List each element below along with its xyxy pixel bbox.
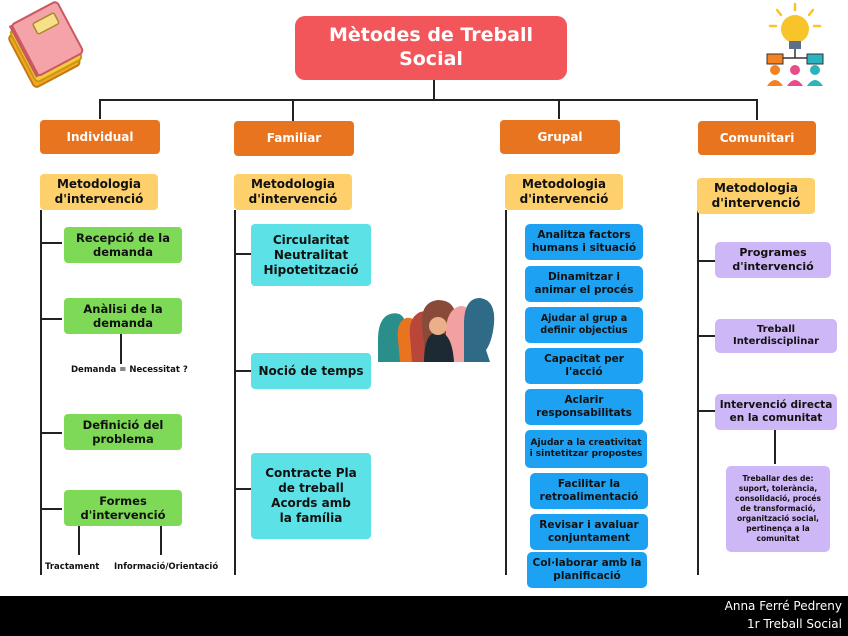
familiar-item: Noció de temps xyxy=(251,353,371,389)
connector xyxy=(234,210,236,575)
people-silhouettes-icon xyxy=(376,296,498,364)
grupal-item: Ajudar a la creativitat i sintetitzar pr… xyxy=(525,430,647,468)
connector xyxy=(120,334,122,364)
category-familiar: Familiar xyxy=(234,121,354,156)
connector xyxy=(42,242,62,244)
methodology-comunitari: Metodologia d'intervenció xyxy=(697,178,815,214)
footer-bar: Anna Ferré Pedreny 1r Treball Social xyxy=(0,596,848,636)
grupal-item: Facilitar la retroalimentació xyxy=(530,473,648,509)
demand-note: Demanda = Necessitat ? xyxy=(71,365,188,375)
familiar-item: Circularitat Neutralitat Hipotetització xyxy=(251,224,371,286)
connector xyxy=(99,99,101,119)
grupal-item: Analitza factors humans i situació xyxy=(525,224,643,260)
category-comunitari: Comunitari xyxy=(698,121,816,155)
connector xyxy=(78,525,80,555)
grupal-item: Aclarir responsabilitats xyxy=(525,389,643,425)
connector xyxy=(699,410,715,412)
grupal-item: Dinamitzar i animar el procés xyxy=(525,266,643,302)
footer-course: 1r Treball Social xyxy=(746,617,842,631)
connector xyxy=(99,99,757,101)
individual-item: Definició del problema xyxy=(64,414,182,450)
category-grupal: Grupal xyxy=(500,120,620,154)
connector xyxy=(40,210,42,575)
individual-item: Anàlisi de la demanda xyxy=(64,298,182,334)
form-label-tractament: Tractament xyxy=(45,562,100,572)
connector xyxy=(236,370,251,372)
connector xyxy=(42,508,62,510)
methodology-familiar: Metodologia d'intervenció xyxy=(234,174,352,210)
methodology-grupal: Metodologia d'intervenció xyxy=(505,174,623,210)
individual-item: Formes d'intervenció xyxy=(64,490,182,526)
connector xyxy=(292,99,294,121)
connector xyxy=(42,318,62,320)
comunitari-item: Programes d'intervenció xyxy=(715,242,831,278)
connector xyxy=(558,99,560,119)
connector xyxy=(160,525,162,555)
connector xyxy=(433,78,435,100)
connector xyxy=(697,200,699,575)
methodology-individual: Metodologia d'intervenció xyxy=(40,174,158,210)
comunitari-detail: Treballar des de: suport, tolerància, co… xyxy=(726,466,830,552)
diagram-title: Mètodes de Treball Social xyxy=(295,16,567,80)
category-individual: Individual xyxy=(40,120,160,154)
comunitari-item: Treball Interdisciplinar xyxy=(715,319,837,353)
comunitari-item: Intervenció directa en la comunitat xyxy=(715,394,837,430)
connector xyxy=(699,260,715,262)
connector xyxy=(42,432,62,434)
grupal-item: Revisar i avaluar conjuntament xyxy=(530,514,648,550)
grupal-item: Capacitat per l'acció xyxy=(525,348,643,384)
form-label-informacio: Informació/Orientació xyxy=(114,562,219,572)
individual-item: Recepció de la demanda xyxy=(64,227,182,263)
connector xyxy=(756,99,758,120)
lightbulb-team-icon xyxy=(762,2,828,88)
grupal-item: Ajudar al grup a definir objectius xyxy=(525,307,643,343)
footer-author: Anna Ferré Pedreny xyxy=(724,599,842,613)
familiar-item: Contracte Pla de treball Acords amb la f… xyxy=(251,453,371,539)
connector xyxy=(236,488,251,490)
connector xyxy=(505,210,507,575)
grupal-item: Col·laborar amb la planificació xyxy=(527,552,647,588)
notebooks-icon xyxy=(0,0,92,90)
connector xyxy=(699,335,715,337)
connector xyxy=(236,253,251,255)
connector xyxy=(774,430,776,464)
